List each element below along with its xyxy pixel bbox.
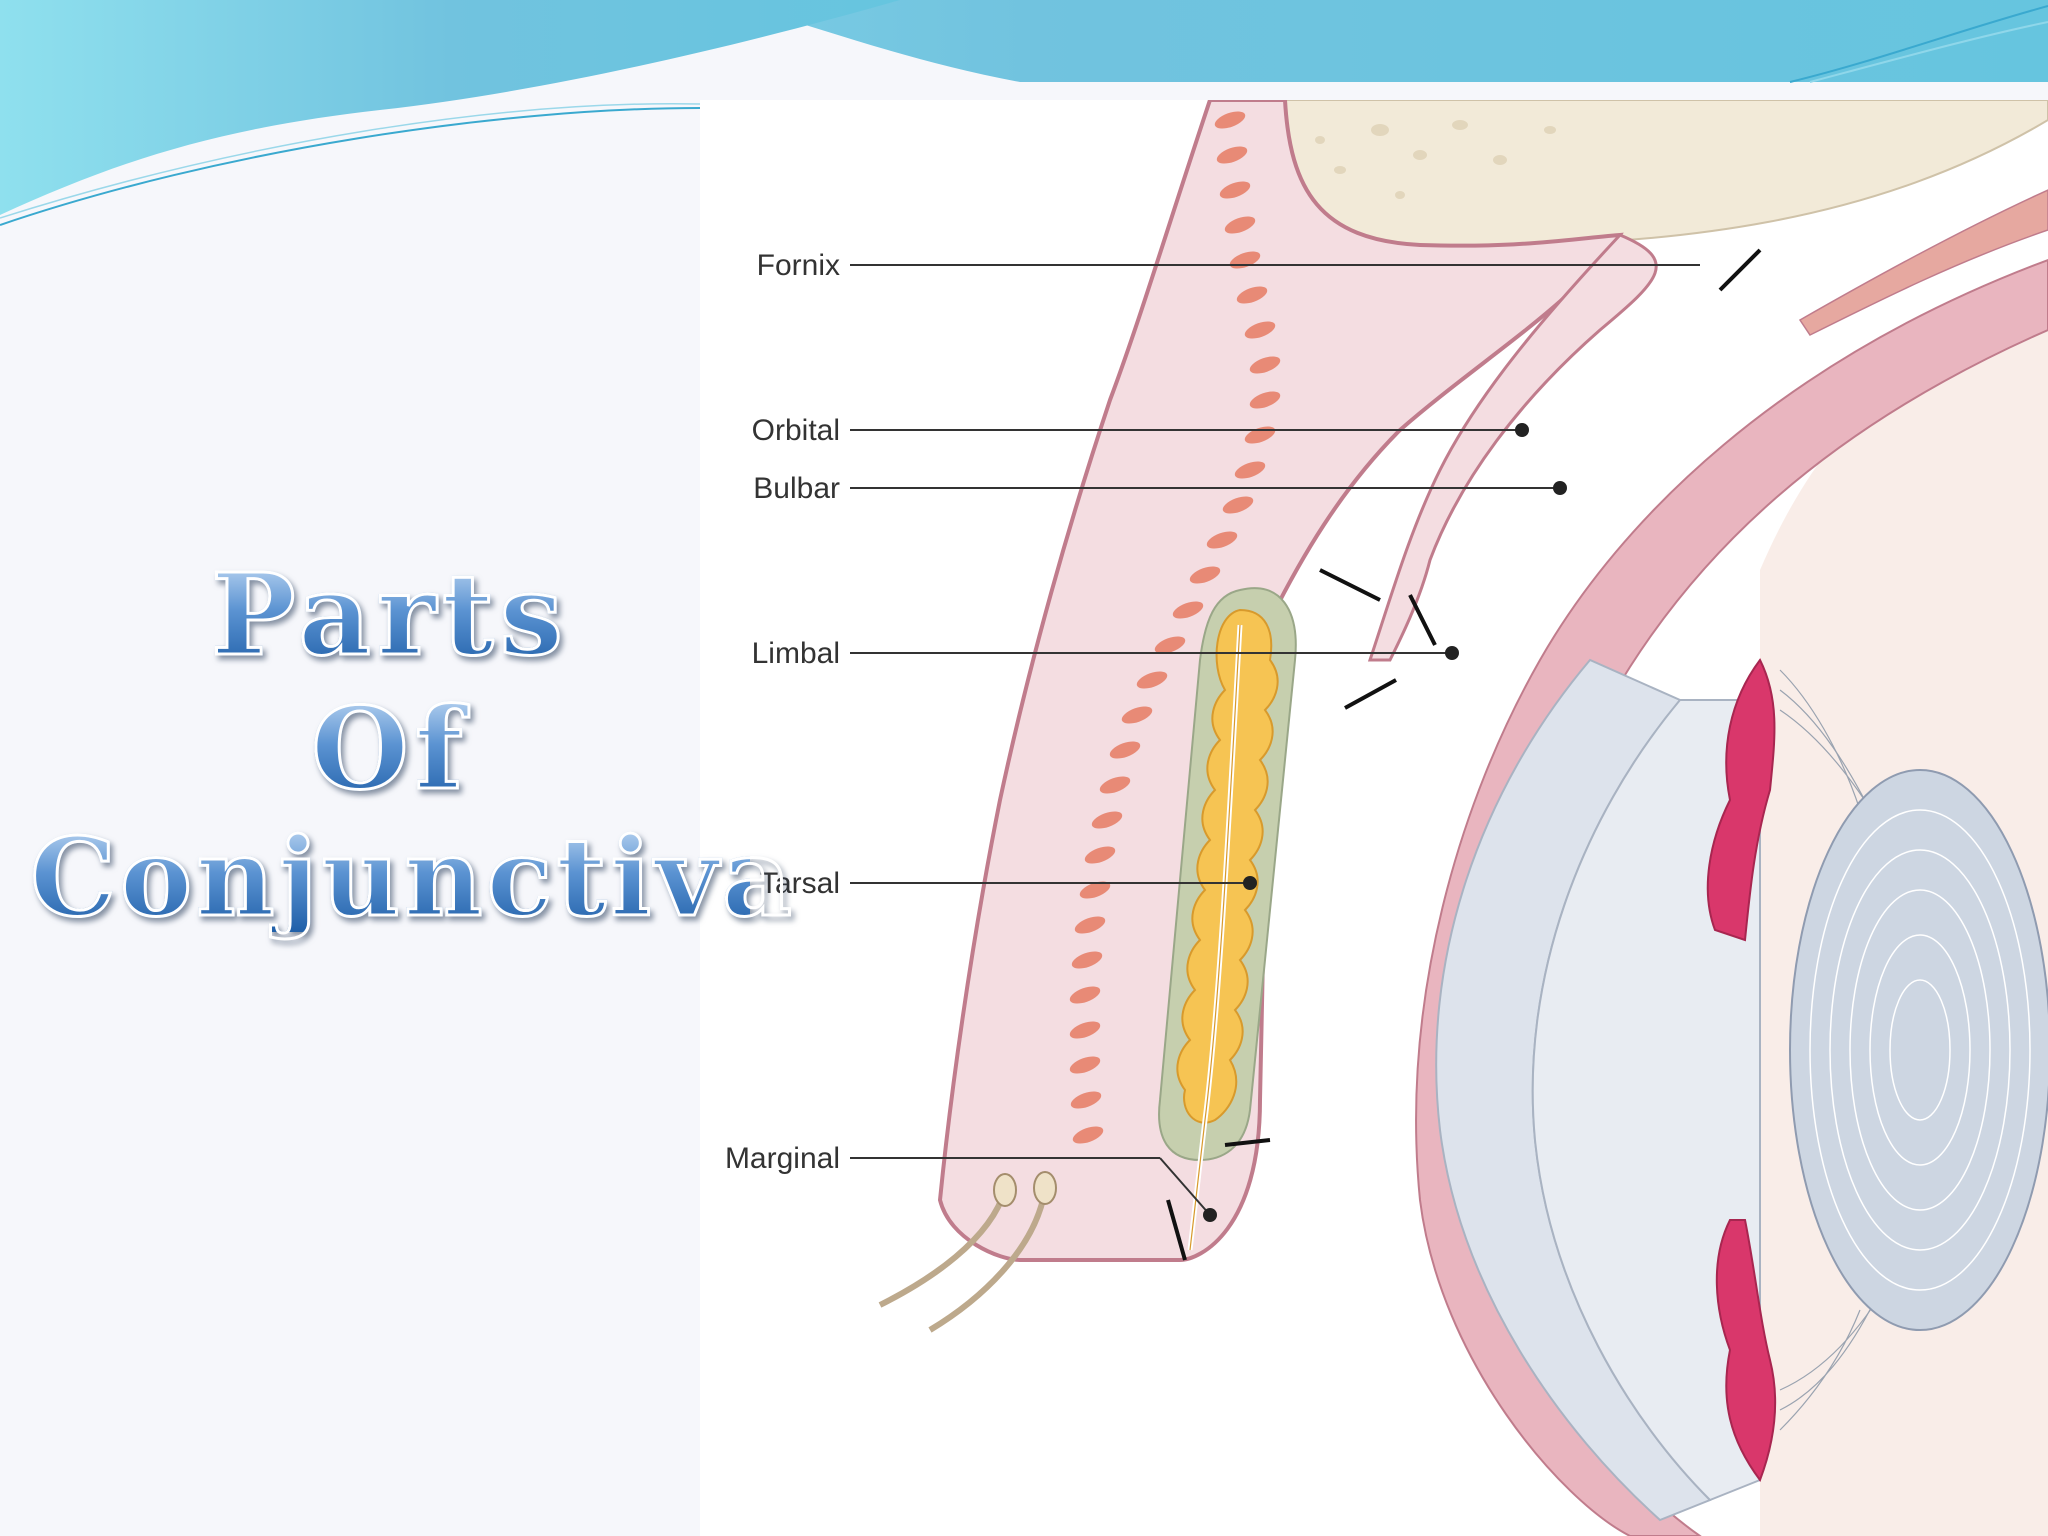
label-bulbar: Bulbar	[753, 472, 840, 505]
leader-lines	[850, 264, 1700, 1216]
label-fornix: Fornix	[757, 249, 840, 282]
label-orbital: Orbital	[752, 414, 840, 447]
label-marginal: Marginal	[725, 1142, 840, 1175]
title-line-2: Of	[30, 692, 750, 807]
eyelashes	[878, 1171, 1057, 1333]
slide-title: Parts Of Conjunctiva	[29, 558, 797, 941]
iris-lower	[1715, 1219, 1777, 1483]
lens	[1789, 769, 2048, 1331]
muscle-fibers	[1069, 111, 1281, 1144]
title-line-1: Parts	[30, 558, 750, 673]
label-tarsal: Tarsal	[760, 867, 840, 900]
junction-marks	[1166, 248, 1762, 1261]
header-banner	[0, 0, 2048, 226]
conjunctiva-diagram: Fornix Orbital Bulbar Limbal Tarsal Marg…	[700, 100, 2048, 1536]
eyelid	[937, 100, 1624, 1262]
label-dots	[1203, 423, 1567, 1222]
label-limbal: Limbal	[752, 637, 840, 670]
iris-upper	[1706, 658, 1776, 942]
bone-pores	[1315, 120, 1556, 199]
title-line-3: Conjunctiva	[29, 815, 797, 941]
